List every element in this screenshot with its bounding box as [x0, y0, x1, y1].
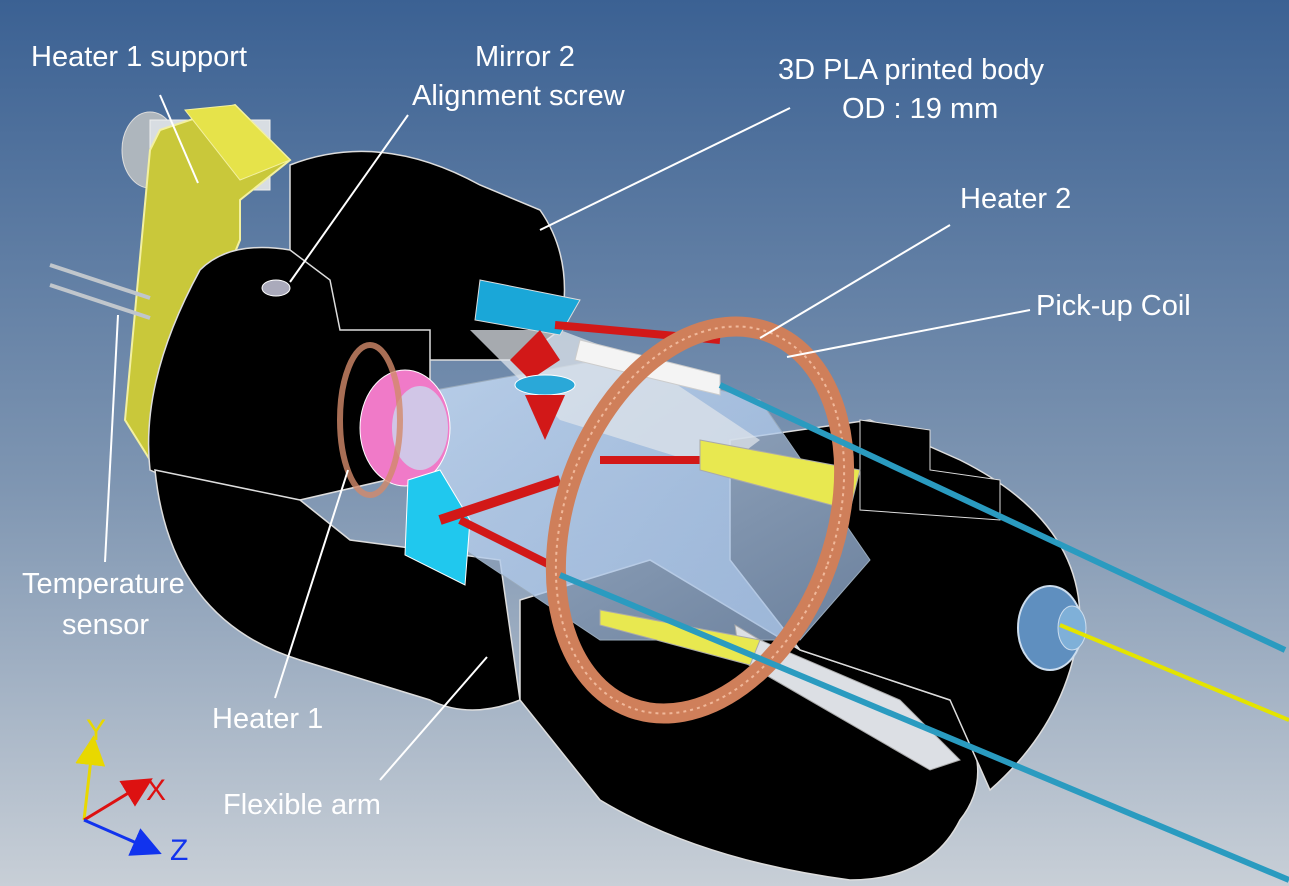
axis-y-label: Y: [86, 714, 107, 747]
leader-lines: [104, 94, 1031, 781]
axis-triad: [75, 735, 162, 856]
label-heater1-support: Heater 1 support: [31, 41, 248, 73]
heater1-coil: [337, 342, 403, 498]
label-heater2: Heater 2: [960, 183, 1072, 215]
axis-x-label: X: [146, 774, 167, 807]
axis-z-label: Z: [170, 834, 189, 867]
alignment-screw: [261, 279, 291, 297]
label-mirror2-line2: Alignment screw: [412, 80, 625, 112]
label-body-line2: OD : 19 mm: [842, 93, 999, 125]
label-mirror2-line1: Mirror 2: [475, 41, 575, 73]
label-flexible-arm: Flexible arm: [223, 789, 381, 821]
axis-z-arrow: [83, 818, 162, 856]
temperature-sensor-wires: [49, 263, 151, 320]
label-temperature-line1: Temperature: [22, 568, 185, 600]
label-pickup-coil: Pick-up Coil: [1036, 290, 1191, 322]
axis-x-arrow: [83, 778, 153, 822]
label-body-line1: 3D PLA printed body: [778, 54, 1045, 86]
label-heater1: Heater 1: [212, 703, 324, 735]
optical-fibers: [558, 382, 1289, 883]
label-temperature-line2: sensor: [62, 609, 150, 641]
axis-y-arrow: [75, 735, 106, 821]
